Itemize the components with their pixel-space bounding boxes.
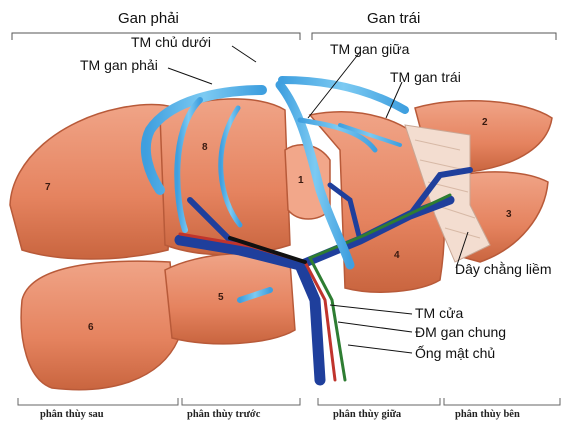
bottom-brackets <box>18 398 560 405</box>
segment-2-number: 2 <box>482 117 488 128</box>
segment-1-number: 1 <box>298 175 304 186</box>
portal-vein-label: TM cửa <box>415 306 463 320</box>
right-lobe-header: Gan phải <box>118 11 179 26</box>
section-medial-label: phân thùy giữa <box>333 410 401 421</box>
left-lobe-header: Gan trái <box>367 11 420 26</box>
right-hepatic-vein-label: TM gan phải <box>80 58 158 72</box>
left-hepatic-vein-label: TM gan trái <box>390 70 461 84</box>
common-hepatic-artery-label: ĐM gan chung <box>415 325 506 339</box>
segment-4-number: 4 <box>394 250 400 261</box>
ivc-label: TM chủ dưới <box>131 35 211 49</box>
segment-6-number: 6 <box>88 322 94 333</box>
left-hepatic-vein-shape <box>282 80 405 110</box>
header-brackets <box>12 33 556 40</box>
segment-3-number: 3 <box>506 209 512 220</box>
segment-7-number: 7 <box>45 182 51 193</box>
middle-hepatic-vein-label: TM gan giữa <box>330 42 409 56</box>
common-bile-duct-label: Ống mật chủ <box>415 346 495 360</box>
section-lateral-label: phân thùy bên <box>455 410 520 421</box>
segment-6-shape <box>21 261 178 389</box>
section-posterior-label: phân thùy sau <box>40 410 104 421</box>
section-anterior-label: phân thùy trước <box>187 410 260 421</box>
segment-5-number: 5 <box>218 292 224 303</box>
segment-8-number: 8 <box>202 142 208 153</box>
falciform-ligament-label: Dây chằng liềm <box>455 262 552 276</box>
